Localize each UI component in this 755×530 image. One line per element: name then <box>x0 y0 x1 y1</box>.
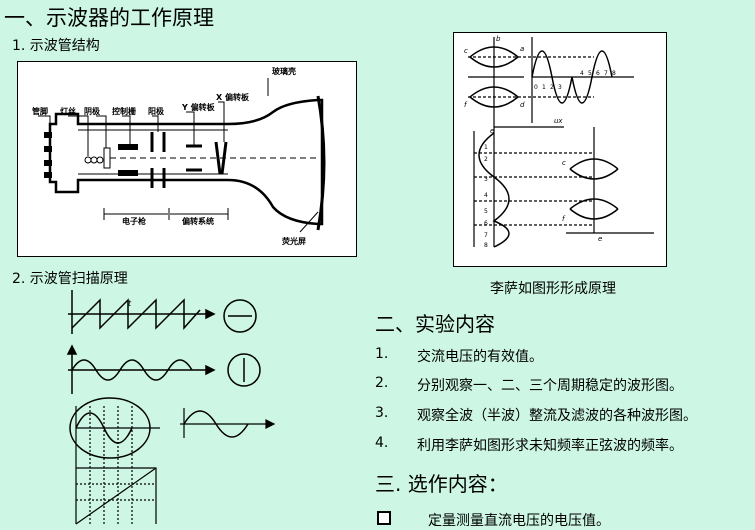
label-e2: e <box>598 235 602 243</box>
y-tick-4: 4 <box>484 192 488 199</box>
x-tick-3: 3 <box>558 84 562 91</box>
x-tick-1: 1 <box>542 84 546 91</box>
tube-pins <box>44 132 52 178</box>
x-tick-2: 2 <box>550 84 554 91</box>
x-tick-7: 7 <box>604 70 608 77</box>
label-glass: 玻璃壳 <box>272 66 296 76</box>
label-b: b <box>496 35 501 43</box>
y-tick-5: 5 <box>484 208 488 215</box>
y-tick-6: 6 <box>484 220 488 227</box>
x-tick-0: 0 <box>534 84 538 91</box>
sine-wave <box>66 344 216 394</box>
label-leaders <box>38 78 319 233</box>
label-anode: 阳极 <box>148 106 164 116</box>
sweep-t-label: t <box>128 299 132 308</box>
page-title: 一、示波器的工作原理 <box>4 6 214 30</box>
y-tick-8: 8 <box>484 242 488 249</box>
y-tick-1: 1 <box>484 144 488 151</box>
label-e: e <box>490 127 494 135</box>
optional-item-checkbox[interactable] <box>377 511 391 525</box>
experiment-item-1: 1. 交流电压的有效值。 <box>375 346 543 365</box>
label-grid: 控制栅 <box>112 106 136 116</box>
optional-heading: 三. 选作内容： <box>375 472 508 496</box>
label-xdefl: X 偏转板 <box>216 92 250 102</box>
y-tick-3: 3 <box>484 176 488 183</box>
label-screen: 荧光屏 <box>282 236 306 246</box>
screen-circle-horizontal <box>223 299 257 333</box>
lissajous-diagram: c b a f d e ux c f e 0 1 2 3 4 5 6 7 8 1… <box>453 32 667 267</box>
screen-circle-vertical <box>227 353 261 387</box>
label-ux: ux <box>554 117 563 125</box>
y-tick-2: 2 <box>484 156 488 163</box>
lissajous-lines <box>468 37 654 248</box>
label-c: c <box>464 47 468 55</box>
filament-cathode <box>84 147 111 169</box>
sawtooth-wave <box>68 290 216 334</box>
label-pin: 管脚 <box>32 106 48 116</box>
label-cathode: 阴极 <box>84 106 100 116</box>
label-c2: c <box>562 159 566 167</box>
tube-structure-diagram: 管脚 灯丝 阴极 控制栅 阳极 Y 偏转板 X 偏转板 玻璃壳 电子枪 偏转系统… <box>17 61 357 257</box>
experiment-item-2: 2. 分别观察一、二、三个周期稳定的波形图。 <box>375 375 683 394</box>
tube-outline <box>48 98 324 226</box>
section-1-label: 1. 示波管结构 <box>12 38 100 54</box>
label-filament: 灯丝 <box>60 106 76 116</box>
x-tick-6: 6 <box>596 70 600 77</box>
section-2-label: 2. 示波管扫描原理 <box>12 271 128 287</box>
y-tick-7: 7 <box>484 232 488 239</box>
label-f: f <box>464 101 468 109</box>
optional-item-1: 定量测量直流电压的电压值。 <box>428 513 610 529</box>
combined-scan <box>69 397 276 525</box>
scan-principle-diagram: t <box>66 290 276 525</box>
label-deflsys: 偏转系统 <box>182 216 214 226</box>
x-tick-5: 5 <box>588 70 592 77</box>
experiment-item-4: 4. 利用李萨如图形求未知频率正弦波的频率。 <box>375 435 683 454</box>
label-ydefl: Y 偏转板 <box>181 102 216 112</box>
screen-curve <box>316 95 326 231</box>
x-tick-8: 8 <box>612 70 616 77</box>
electrodes <box>118 132 166 188</box>
label-d: d <box>520 101 525 109</box>
experiment-item-3: 3. 观察全波（半波）整流及滤波的各种波形图。 <box>375 405 697 424</box>
lissajous-caption: 李萨如图形形成原理 <box>490 281 616 297</box>
label-a: a <box>520 45 524 53</box>
x-tick-4: 4 <box>580 70 584 77</box>
label-f2: f <box>562 215 566 223</box>
experiment-heading: 二、实验内容 <box>375 312 495 336</box>
label-gun: 电子枪 <box>122 216 146 226</box>
